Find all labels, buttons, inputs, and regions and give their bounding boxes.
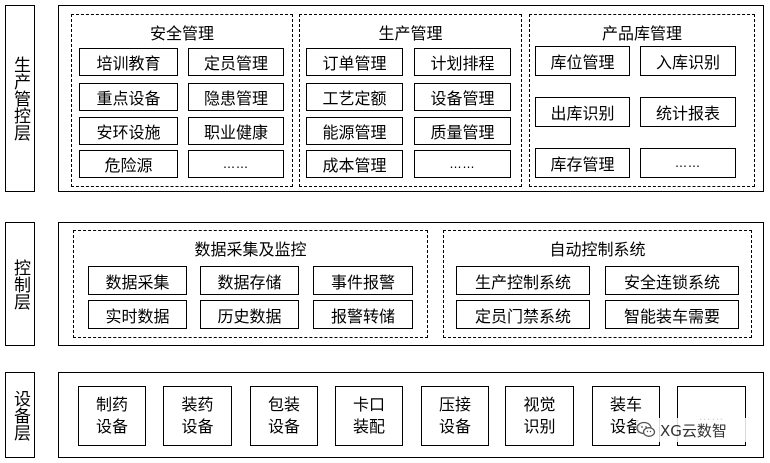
- wechat-icon: [636, 421, 656, 437]
- module-box: 计划排程: [414, 48, 511, 76]
- module-box: 安全连锁系统: [605, 266, 739, 295]
- module-box: 培训教育: [79, 48, 178, 76]
- equipment-box: 卡口 装配: [335, 386, 403, 446]
- module-box: 出库识别: [535, 97, 630, 127]
- module-box: 职业健康: [188, 117, 284, 145]
- equipment-box: 装车 设备: [592, 386, 660, 446]
- module-box: 实时数据: [88, 300, 187, 329]
- equipment-box: 压接 设备: [421, 386, 489, 446]
- group-title: 安全管理: [149, 24, 214, 43]
- module-box: 质量管理: [414, 117, 511, 145]
- module-box: 历史数据: [200, 300, 299, 329]
- module-box: 重点设备: [79, 83, 178, 111]
- module-box: 统计报表: [640, 97, 736, 127]
- module-box: 报警转储: [313, 300, 413, 329]
- group-safety-management: [71, 14, 293, 187]
- equipment-box: 视觉 识别: [505, 386, 574, 446]
- layer-label-control: 控制层: [5, 222, 35, 346]
- layer-label-production: 生产管控层: [5, 5, 35, 192]
- module-box-ellipsis: ……: [640, 148, 736, 178]
- layer-label-equipment: 设备层: [5, 372, 35, 458]
- module-box: 定员管理: [188, 48, 284, 76]
- module-box: 订单管理: [306, 48, 403, 76]
- module-box: 隐患管理: [188, 83, 284, 111]
- module-box: 数据采集: [88, 266, 187, 295]
- module-box: 数据存储: [200, 266, 299, 295]
- group-automatic-control-system: [443, 230, 752, 338]
- group-title: 产品库管理: [601, 24, 682, 43]
- module-box: 入库识别: [640, 46, 736, 76]
- module-box-ellipsis: ……: [414, 150, 511, 178]
- group-data-acquisition-monitoring: [73, 230, 428, 338]
- equipment-box: 包装 设备: [250, 386, 318, 446]
- module-box: 危险源: [79, 150, 178, 178]
- module-box: 智能装车需要: [605, 300, 739, 329]
- module-box: 定员门禁系统: [456, 300, 590, 329]
- module-box: 设备管理: [414, 83, 511, 111]
- module-box: 事件报警: [313, 266, 413, 295]
- module-box: 成本管理: [306, 150, 403, 178]
- equipment-box: 装药 设备: [163, 386, 232, 446]
- module-box: 安环设施: [79, 117, 178, 145]
- equipment-box: 制药 设备: [78, 386, 146, 446]
- group-production-management: [299, 14, 522, 187]
- group-title: 生产管理: [378, 24, 443, 43]
- group-product-warehouse-management: [529, 14, 755, 187]
- module-box: 库位管理: [535, 46, 630, 76]
- group-title: 数据采集及监控: [194, 240, 307, 259]
- module-box-ellipsis: ……: [188, 150, 284, 178]
- module-box: 能源管理: [306, 117, 403, 145]
- module-box: 库存管理: [535, 148, 630, 178]
- module-box: 生产控制系统: [456, 266, 590, 295]
- watermark: XG云数智: [636, 418, 762, 442]
- module-box: 工艺定额: [306, 83, 403, 111]
- group-title: 自动控制系统: [549, 240, 646, 259]
- watermark-text: XG云数智: [660, 421, 727, 440]
